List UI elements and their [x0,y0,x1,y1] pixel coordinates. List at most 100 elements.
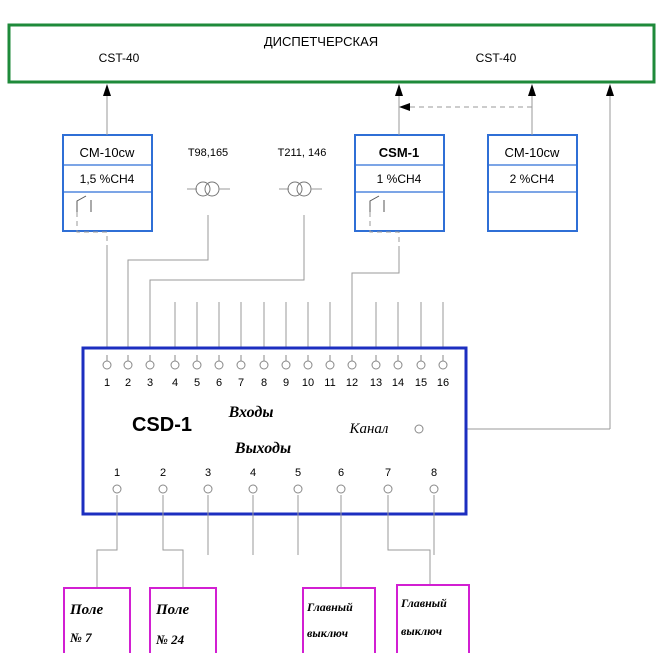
input-terminal-number: 7 [238,377,244,389]
input-terminal [416,360,426,370]
output-line1: Главный [400,596,447,610]
output-terminal-number: 1 [114,467,120,479]
device-value: 2 %CH4 [510,172,555,186]
output-terminal-number: 2 [160,467,166,479]
output-line2: выключ [401,624,442,638]
input-terminal-number: 10 [302,377,314,389]
channel-label: Канал [349,421,389,437]
input-terminal [123,360,133,370]
output-line1: Главный [306,600,353,614]
input-terminal [214,360,224,370]
arrow-up-icon [528,84,536,96]
device-value: 1 %CH4 [377,172,422,186]
input-terminal [303,360,313,370]
arrow-up-icon [103,84,111,96]
output-terminal [203,484,213,494]
input-terminal-number: 12 [346,377,358,389]
output-line1: Поле [155,602,189,618]
transformer-t211: T211, 146 [149,147,327,355]
input-terminal-number: 13 [370,377,382,389]
output-terminals: 1 2 3 4 5 6 7 8 [112,467,439,494]
device-cm10cw-left: CM-10cw 1,5 %CH4 [62,134,153,232]
input-terminal [371,360,381,370]
output-terminal-number: 5 [295,467,301,479]
relay-contact-icon [369,195,385,212]
input-terminal-number: 2 [125,377,131,389]
input-terminal-number: 1 [104,377,110,389]
input-terminal-number: 11 [324,377,335,389]
output-line2: № 24 [155,632,185,647]
outputs-label: Выходы [234,440,291,457]
input-terminal-number: 9 [283,377,289,389]
output-box: Главный выключ [396,584,470,653]
input-terminal [393,360,403,370]
input-terminal-number: 15 [415,377,427,389]
output-terminal-number: 7 [385,467,391,479]
device-csm1: CSM-1 1 %CH4 [354,134,445,232]
input-terminal-number: 5 [194,377,200,389]
output-terminal [248,484,258,494]
output-terminal [429,484,439,494]
output-terminal-number: 8 [431,467,437,479]
input-terminal-number: 8 [261,377,267,389]
inputs-label: Входы [228,404,274,421]
input-terminal-number: 16 [437,377,449,389]
output-terminal-number: 3 [205,467,211,479]
unused-input-stubs [174,302,444,355]
input-terminal-number: 14 [392,377,404,389]
relay-loops [76,212,400,355]
input-terminal-number: 3 [147,377,153,389]
input-terminal [281,360,291,370]
input-terminal-number: 6 [216,377,222,389]
arrow-up-icon [395,84,403,96]
dispatch-room: ДИСПЕТЧЕРСКАЯ CST-40 CST-40 [7,23,656,84]
output-box: Поле № 7 [63,587,131,653]
device-value: 1,5 %CH4 [80,172,135,186]
input-terminal-number: 4 [172,377,178,389]
transformer-icon [195,181,211,197]
output-line2: № 7 [69,630,92,645]
output-terminal [293,484,303,494]
input-terminal [192,360,202,370]
device-cm10cw-right: CM-10cw 2 %CH4 [487,134,578,232]
transformer-label: T211, 146 [278,147,327,159]
device-box [62,134,153,232]
input-terminal [170,360,180,370]
dispatch-room-box [7,23,656,84]
input-terminal [325,360,335,370]
output-destinations: Поле № 7 Поле № 24 Главный выключ Главны… [63,584,470,653]
input-terminal [236,360,246,370]
output-box: Поле № 24 [149,587,217,653]
dispatch-left-port-label: CST-40 [99,51,140,65]
transformer-t98: T98,165 [127,147,230,355]
dispatch-right-port-label: CST-40 [476,51,517,65]
transformer-label: T98,165 [188,147,228,159]
csd1-name: CSD-1 [132,414,192,436]
channel-terminal [414,424,424,434]
transformer-icon [287,181,303,197]
output-terminal [336,484,346,494]
csd1-box [81,346,468,516]
arrow-left-icon [399,103,410,111]
output-box: Главный выключ [302,587,376,653]
output-terminal-number: 4 [250,467,256,479]
output-line1: Поле [69,602,103,618]
input-terminal [438,360,448,370]
relay-contact-icon [76,195,92,212]
input-terminal [102,360,112,370]
output-terminal [383,484,393,494]
arrow-up-icon [606,84,614,96]
input-terminal [145,360,155,370]
device-name: CM-10cw [505,145,561,160]
output-terminal [158,484,168,494]
input-terminal [347,360,357,370]
device-name: CM-10cw [80,145,136,160]
output-terminal-number: 6 [338,467,344,479]
dispatch-room-label: ДИСПЕТЧЕРСКАЯ [264,34,378,49]
input-terminal [259,360,269,370]
output-wiring [96,495,435,588]
output-terminal [112,484,122,494]
